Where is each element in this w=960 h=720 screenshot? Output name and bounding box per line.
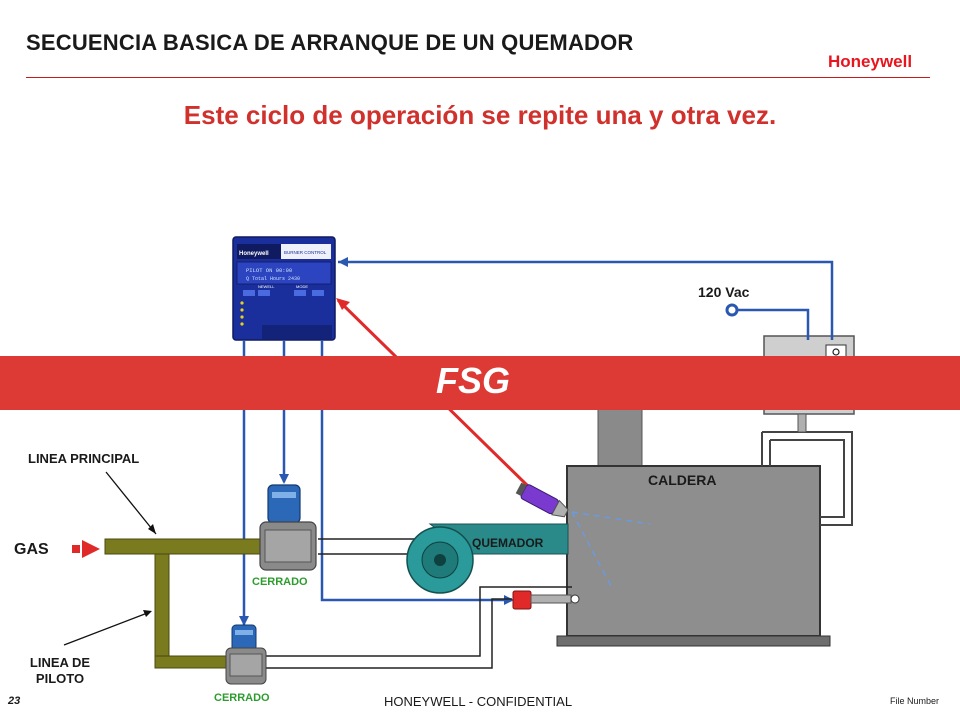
main-gas-valve xyxy=(259,484,317,571)
supply-voltage-label: 120 Vac xyxy=(698,284,750,300)
ignitor-icon xyxy=(512,590,580,610)
controller-display-line1: PILOT ON 00:00 xyxy=(246,267,292,274)
page-title: SECUENCIA BASICA DE ARRANQUE DE UN QUEMA… xyxy=(26,30,634,55)
controller-button-left: NEWELL xyxy=(258,284,275,289)
controller-button-right: MODE xyxy=(296,284,308,289)
fsg-banner xyxy=(0,356,960,410)
burner-controller xyxy=(232,236,336,341)
blower-icon xyxy=(406,523,569,594)
pilot-line-label: LINEA DE PILOTO xyxy=(29,655,91,686)
boiler-base xyxy=(556,635,831,647)
confidential-notice: HONEYWELL - CONFIDENTIAL xyxy=(384,694,573,709)
interlock-wire xyxy=(338,260,834,340)
gas-pipes xyxy=(104,538,266,669)
pilot-gas-valve xyxy=(225,624,267,685)
main-line-label: LINEA PRINCIPAL xyxy=(28,451,140,466)
boiler-label: CALDERA xyxy=(648,472,717,488)
burner-label: QUEMADOR xyxy=(472,536,544,550)
ignition-wire xyxy=(320,340,512,602)
controller-display-line2: Q Total Hours 2430 xyxy=(246,276,300,282)
main-valve-state: CERRADO xyxy=(252,576,308,588)
pilot-valve-state: CERRADO xyxy=(214,692,270,704)
gas-arrow-icon xyxy=(72,540,100,558)
controller-brand: Honeywell xyxy=(239,251,269,257)
main-line-pointer xyxy=(105,471,157,535)
honeywell-logo: Honeywell xyxy=(828,52,913,71)
supply-terminal xyxy=(725,303,739,317)
flue-pipe xyxy=(762,431,853,526)
boiler-body xyxy=(566,465,821,637)
file-number: File Number xyxy=(890,696,940,706)
gas-label: GAS xyxy=(14,541,49,558)
header-divider xyxy=(26,77,930,78)
pilot-line-pointer xyxy=(63,611,151,646)
fsg-banner-text: FSG xyxy=(436,360,511,401)
chimney-stack xyxy=(597,404,643,468)
slide-number: 23 xyxy=(8,695,21,707)
flame-sensor-icon xyxy=(515,482,569,518)
slide-subtitle: Este ciclo de operación se repite una y … xyxy=(183,100,777,130)
controller-panel-label: BURNER CONTROL xyxy=(284,250,327,255)
